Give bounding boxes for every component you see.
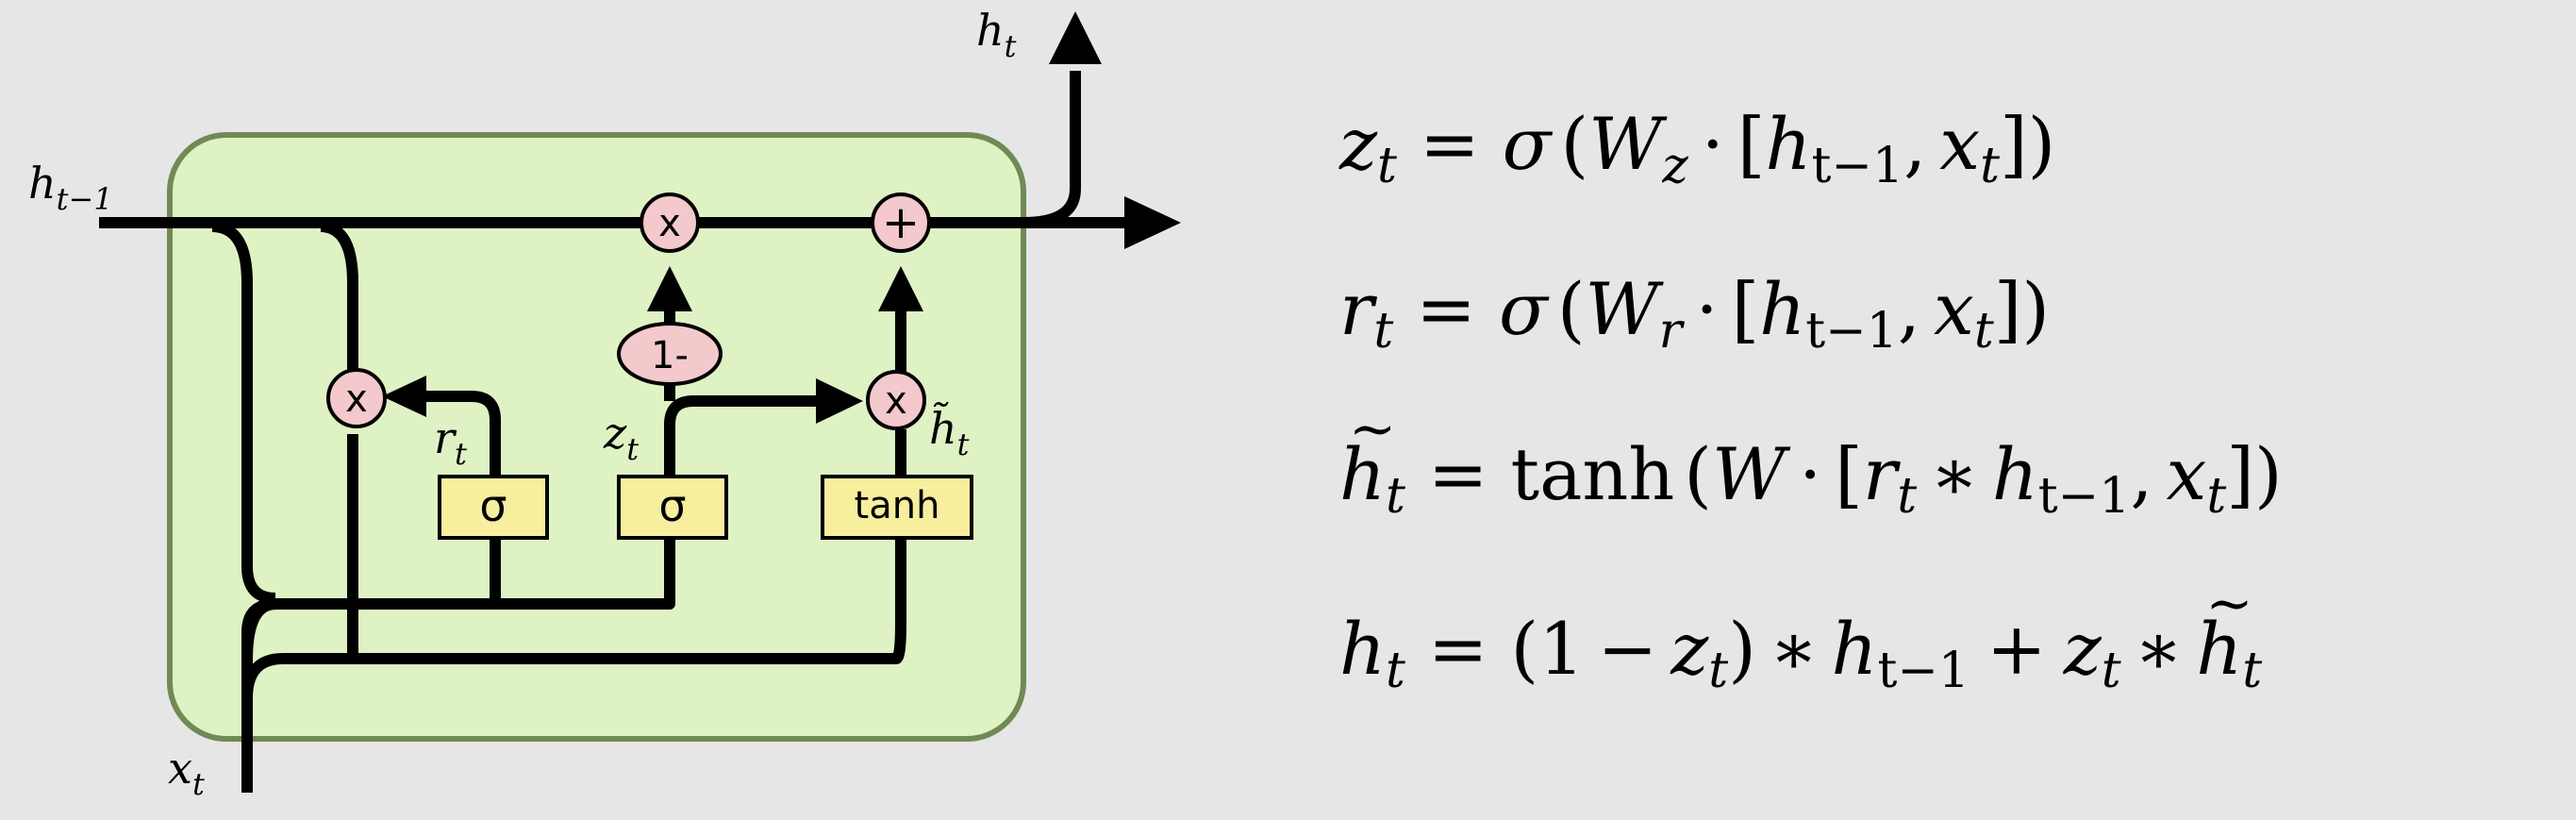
update-multiply-symbol: x	[885, 379, 907, 423]
update-sigmoid-label: σ	[658, 480, 686, 531]
reset-arrowhead	[382, 376, 426, 417]
equation-candidate: ht=tanh(W·[rt∗ht−1,xt])	[1339, 401, 2283, 521]
output-arrowhead-right	[1124, 196, 1181, 249]
equation-reset-gate: rt=σ(Wr·[ht−1,xt])	[1339, 267, 2051, 360]
input-line-branch-r	[241, 528, 501, 661]
label-h-t-output: ht	[976, 5, 1017, 64]
label-h-prev: ht−1	[28, 158, 113, 217]
tanh-label: tanh	[855, 484, 940, 527]
update-arrowhead-right	[816, 378, 863, 424]
one-minus-arrowhead	[647, 266, 692, 311]
update-sigmoid-gate	[617, 475, 728, 540]
reset-gate-line	[406, 391, 501, 477]
tanh-gate	[821, 475, 973, 540]
reset-multiply-op	[326, 368, 387, 428]
add-symbol: +	[882, 196, 920, 249]
hprev-drop-a	[211, 221, 276, 604]
label-h-tilde: h̃t	[929, 401, 970, 462]
label-r-t: rt	[434, 412, 467, 472]
hprev-drop-b	[320, 221, 358, 382]
reset-multiply-symbol: x	[345, 377, 368, 421]
label-z-t: zt	[603, 408, 639, 467]
gru-cell-body	[167, 132, 1026, 742]
add-op	[871, 192, 931, 253]
input-line-branch-tanh	[241, 530, 906, 699]
forget-multiply-op	[640, 192, 700, 253]
reset-sigmoid-gate	[438, 475, 549, 540]
output-arrowhead-up	[1049, 11, 1102, 64]
label-x-t: xt	[168, 743, 205, 802]
reset-sigmoid-label: σ	[479, 480, 507, 531]
update-gate-line	[664, 395, 821, 477]
equation-hidden-state: ht=(1−zt)∗ht−1+zt∗ht	[1339, 576, 2262, 695]
gru-cell-diagram: x + x x 1- σ σ tanh ht ht−1 xt rt zt h̃t	[28, 5, 1181, 802]
one-minus-symbol: 1-	[651, 334, 689, 377]
equation-update-gate: zt=σ(Wz·[ht−1,xt])	[1339, 102, 2056, 194]
forget-multiply-symbol: x	[658, 202, 681, 245]
one-minus-op	[617, 322, 723, 386]
update-multiply-op	[866, 370, 926, 430]
candidate-arrowhead	[878, 266, 923, 311]
output-line	[1022, 71, 1081, 228]
